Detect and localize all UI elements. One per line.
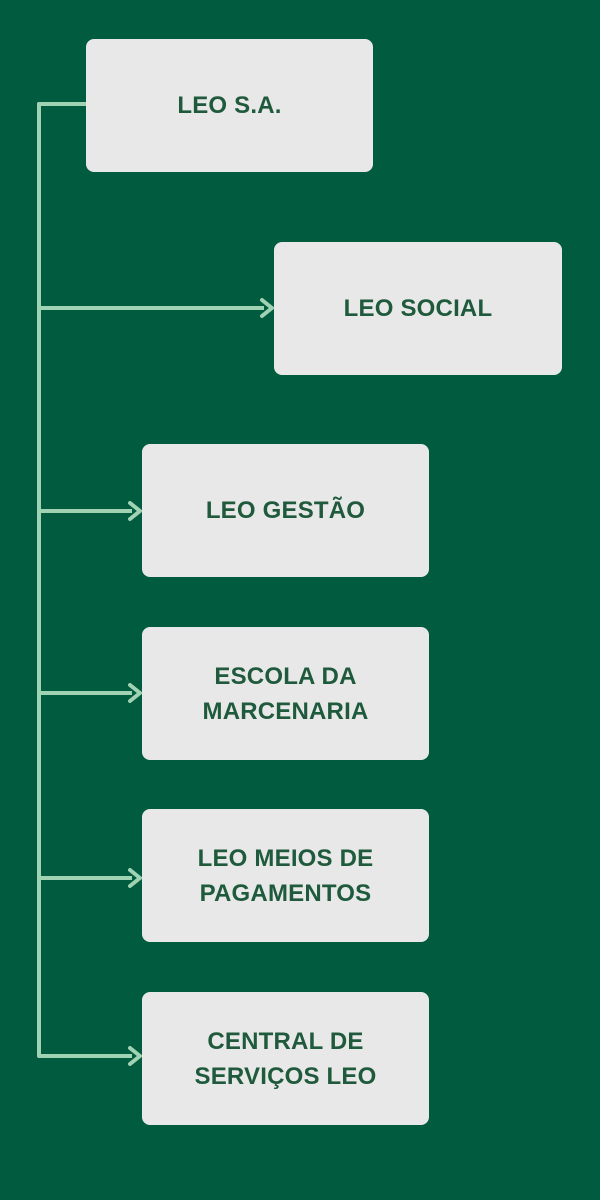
- branch-meios-arrowhead: [128, 868, 142, 888]
- node-leo-gestao-label: LEO GESTÃO: [205, 497, 366, 524]
- node-leo-meios-de-pagamentos: LEO MEIOS DE PAGAMENTOS: [142, 809, 429, 942]
- node-leo-meios-de-pagamentos-label: LEO MEIOS DE PAGAMENTOS: [197, 844, 374, 907]
- node-escola-da-marcenaria-label: ESCOLA DA MARCENARIA: [202, 662, 369, 725]
- node-leo-gestao: LEO GESTÃO: [142, 444, 429, 577]
- branch-central-arrowhead: [128, 1046, 142, 1066]
- node-central-de-servicos-leo: CENTRAL DE SERVIÇOS LEO: [142, 992, 429, 1125]
- node-central-de-servicos-leo-label: CENTRAL DE SERVIÇOS LEO: [194, 1027, 377, 1090]
- branch-escola-arrowhead: [128, 683, 142, 703]
- node-leo-social: LEO SOCIAL: [274, 242, 562, 375]
- branch-gestao-arrowhead: [128, 501, 142, 521]
- node-leo-sa-label: LEO S.A.: [177, 92, 282, 119]
- node-leo-sa: LEO S.A.: [86, 39, 373, 172]
- branch-social-arrowhead: [260, 298, 274, 318]
- node-leo-social-label: LEO SOCIAL: [343, 295, 493, 322]
- node-escola-da-marcenaria: ESCOLA DA MARCENARIA: [142, 627, 429, 760]
